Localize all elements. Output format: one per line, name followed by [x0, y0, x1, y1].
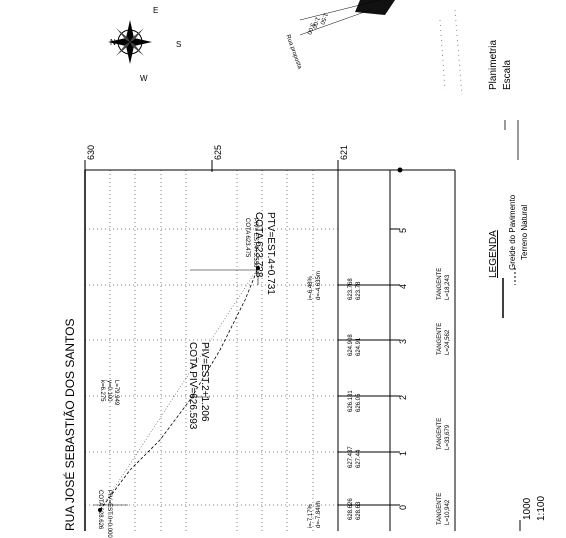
- terrain-line: [99, 267, 259, 511]
- piv-station-3: PIV= EST.4+5.556: [252, 218, 258, 268]
- piv-cota-1: COTA PIV=626.593: [187, 342, 198, 430]
- tangent-label-1: TANGENTE: [437, 417, 443, 450]
- tangent-value-2: L=24,562: [445, 329, 451, 355]
- tangent-label-3: TANGENTE: [437, 267, 443, 300]
- compass-rose: [108, 20, 152, 64]
- slope-b-1: d=-4.635m: [316, 271, 322, 300]
- cota-terrain-2: 626.131: [348, 390, 354, 412]
- tangent-label-2: TANGENTE: [437, 322, 443, 355]
- station-3: 3: [398, 338, 408, 344]
- vertical-curve-l: L=79.949: [113, 380, 119, 406]
- station-1: 1: [398, 450, 408, 456]
- slope-b-0: d=-7.84l/h: [316, 501, 322, 528]
- compass-east: E: [153, 6, 159, 15]
- tangent-value-0: L=10,942: [445, 499, 451, 525]
- site-plan-fragment: [299, 0, 519, 160]
- piv-station-2: PTV=EST.4+0.731: [265, 212, 276, 295]
- piv-cota-0: COTA 628.626: [97, 490, 103, 530]
- station-0: 0: [398, 504, 408, 510]
- slope-a-0: i=-7.17%: [308, 504, 314, 528]
- cota-terrain-3: 624.908: [348, 334, 354, 356]
- planimetria-label: Planimetria: [488, 39, 499, 90]
- slope-a-1: i=-6.48%: [308, 276, 314, 300]
- station-5: 5: [398, 227, 408, 233]
- piv-station-1: PIV=EST.2+1.206: [199, 342, 210, 422]
- legend-title: LEGENDA: [488, 230, 499, 278]
- cota-terrain-4: 623.768: [348, 278, 354, 300]
- cota-terrain-1: 627.437: [348, 446, 354, 468]
- compass-north: N: [110, 38, 116, 47]
- cota-pavement-4: 623.78: [356, 281, 362, 300]
- elevation-tick-630: 630: [86, 144, 96, 160]
- tangent-label-0: TANGENTE: [437, 492, 443, 525]
- compass-west: W: [140, 74, 148, 83]
- vertical-curve-k: k=6.275: [99, 380, 105, 402]
- compass-south: S: [176, 40, 182, 49]
- cota-terrain-0: 628.626: [348, 498, 354, 520]
- planimetria-scale-label: Escala: [502, 59, 513, 90]
- vertical-scale-value: 1:100: [536, 495, 547, 521]
- elevation-grid: [109, 170, 314, 531]
- tangent-value-3: L=18,243: [445, 274, 451, 300]
- elevation-tick-621: 621: [339, 144, 349, 160]
- elevation-tick-625: 625: [213, 144, 223, 160]
- vertical-curve-y: y=0.100: [106, 380, 112, 402]
- legend-pavement-label: Greide do Pavimento: [508, 194, 517, 270]
- cota-pavement-0: 628.63: [356, 501, 362, 520]
- planimetria-scale-value: 1000: [522, 497, 533, 520]
- end-marker: [397, 167, 403, 173]
- legend-terrain-label: Terreno Natural: [520, 204, 529, 260]
- station-grid: [85, 228, 338, 506]
- cota-pavement-3: 624.91: [356, 337, 362, 356]
- cota-pavement-2: 626.05: [356, 393, 362, 412]
- station-4: 4: [398, 283, 408, 289]
- piv-cota-3: COTA 623.475: [244, 218, 250, 258]
- pavement-grade-line: [99, 267, 259, 511]
- page-title: RUA JOSÉ SEBASTIÃO DOS SANTOS: [63, 318, 77, 531]
- tangent-value-1: L=33,679: [445, 424, 451, 450]
- cota-pavement-1: 627.44: [356, 449, 362, 468]
- station-2: 2: [398, 394, 408, 400]
